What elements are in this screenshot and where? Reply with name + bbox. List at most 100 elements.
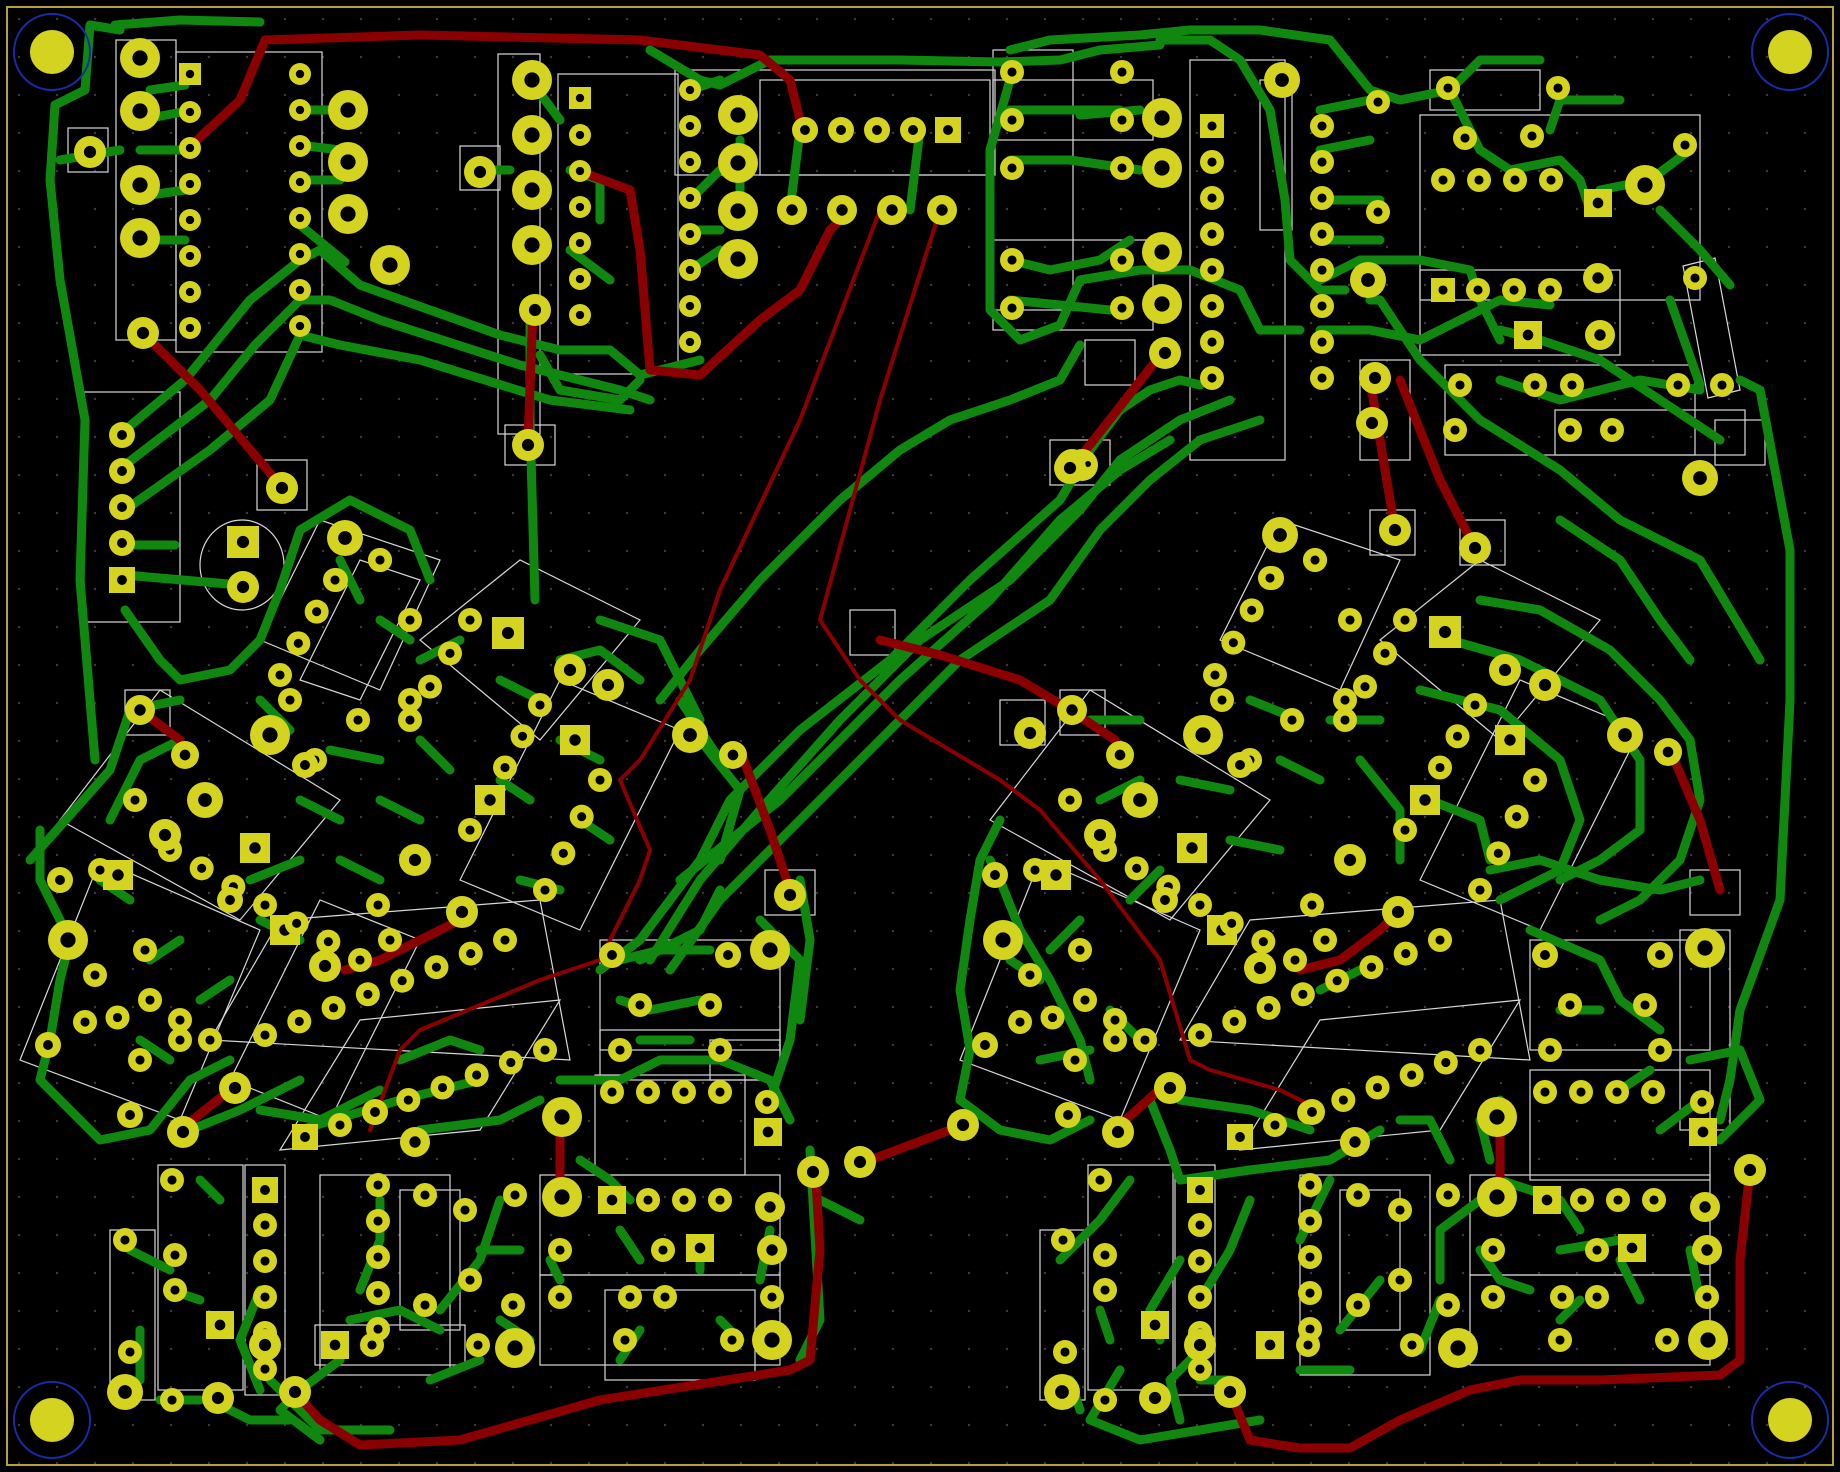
round-pad-icon [588, 768, 612, 792]
round-pad-icon [533, 1038, 557, 1062]
round-pad-icon [390, 968, 415, 993]
round-pad-icon [679, 115, 701, 137]
round-pad-icon [1600, 418, 1624, 442]
round-pad-icon [1340, 1127, 1370, 1157]
round-pad-icon [1310, 186, 1334, 210]
round-pad-icon [1093, 1388, 1117, 1412]
round-pad-icon [542, 1177, 582, 1217]
round-pad-icon [548, 1285, 572, 1309]
round-pad-icon [672, 1080, 696, 1104]
round-pad-icon [1154, 1072, 1186, 1104]
mounting-hole-icon [1751, 1381, 1829, 1459]
round-pad-icon [1023, 858, 1047, 882]
round-pad-icon [1299, 1099, 1325, 1125]
mounting-hole-icon [13, 1381, 91, 1459]
round-pad-icon [398, 708, 422, 732]
round-pad-icon [1110, 60, 1134, 84]
round-pad-icon [249, 1329, 281, 1361]
round-pad-icon [827, 195, 857, 225]
round-pad-icon [464, 156, 496, 188]
round-pad-icon [1529, 669, 1561, 701]
round-pad-icon [533, 878, 557, 902]
round-pad-icon [679, 151, 701, 173]
square-pad-icon [1429, 616, 1461, 648]
square-pad-icon [1689, 1118, 1717, 1146]
round-pad-icon [1641, 1080, 1665, 1104]
round-pad-icon [118, 1340, 142, 1364]
round-pad-icon [464, 1063, 489, 1087]
round-pad-icon [493, 928, 517, 952]
round-pad-icon [1353, 674, 1377, 699]
round-pad-icon [1655, 1328, 1679, 1352]
round-pad-icon [1428, 755, 1452, 780]
round-pad-icon [698, 993, 722, 1017]
bottom-copper-traces [135, 30, 1755, 1453]
round-pad-icon [672, 717, 708, 753]
round-pad-icon [672, 1188, 696, 1212]
round-pad-icon [1333, 708, 1357, 732]
round-pad-icon [599, 942, 625, 968]
square-pad-icon [598, 1186, 626, 1214]
round-pad-icon [1695, 1285, 1719, 1309]
round-pad-icon [179, 281, 201, 303]
round-pad-icon [1149, 337, 1181, 369]
round-pad-icon [1063, 1048, 1087, 1072]
round-pad-icon [1436, 76, 1460, 100]
round-pad-icon [219, 1072, 251, 1104]
round-pad-icon [1203, 663, 1227, 687]
round-pad-icon [679, 331, 701, 353]
round-pad-icon [1642, 1188, 1666, 1212]
round-pad-icon [708, 1080, 732, 1104]
round-pad-icon [636, 1188, 660, 1212]
round-pad-icon [366, 1173, 390, 1197]
round-pad-icon [1000, 60, 1024, 84]
round-pad-icon [1300, 893, 1324, 917]
round-pad-icon [438, 641, 462, 666]
board-outline [6, 6, 1834, 1466]
round-pad-icon [1338, 608, 1362, 632]
round-pad-icon [160, 1388, 184, 1412]
round-pad-icon [1682, 460, 1718, 496]
square-pad-icon [1618, 1234, 1646, 1262]
round-pad-icon [1333, 688, 1357, 712]
round-pad-icon [1014, 717, 1046, 749]
round-pad-icon [982, 862, 1008, 888]
round-pad-icon [495, 1328, 535, 1368]
round-pad-icon [73, 1010, 97, 1034]
round-pad-icon [453, 1198, 477, 1222]
round-pad-icon [1073, 988, 1097, 1012]
round-pad-icon [1183, 715, 1223, 755]
square-pad-icon [1584, 189, 1612, 217]
round-pad-icon [179, 101, 201, 123]
round-pad-icon [286, 631, 311, 656]
round-pad-icon [1459, 532, 1491, 564]
round-pad-icon [679, 259, 701, 281]
round-pad-icon [83, 963, 107, 987]
round-pad-icon [1436, 1183, 1460, 1207]
round-pad-icon [1303, 548, 1327, 572]
round-pad-icon [48, 920, 88, 960]
round-pad-icon [1633, 993, 1657, 1017]
round-pad-icon [120, 38, 160, 78]
round-pad-icon [128, 1048, 152, 1072]
round-pad-icon [1142, 232, 1182, 272]
round-pad-icon [366, 893, 390, 917]
round-pad-icon [1648, 1038, 1672, 1062]
round-pad-icon [88, 858, 112, 882]
round-pad-icon [1142, 98, 1182, 138]
round-pad-icon [366, 1209, 390, 1233]
round-pad-icon [304, 599, 329, 624]
round-pad-icon [1438, 1328, 1478, 1368]
round-pad-icon [1539, 168, 1563, 192]
round-pad-icon [1044, 1374, 1080, 1410]
round-pad-icon [266, 472, 298, 504]
round-pad-icon [179, 245, 201, 267]
round-pad-icon [1200, 294, 1224, 318]
round-pad-icon [760, 1285, 784, 1309]
round-pad-icon [1310, 294, 1334, 318]
round-pad-icon [1088, 1168, 1112, 1192]
round-pad-icon [1085, 461, 1091, 467]
round-pad-icon [424, 955, 449, 980]
square-pad-icon [1041, 860, 1071, 890]
